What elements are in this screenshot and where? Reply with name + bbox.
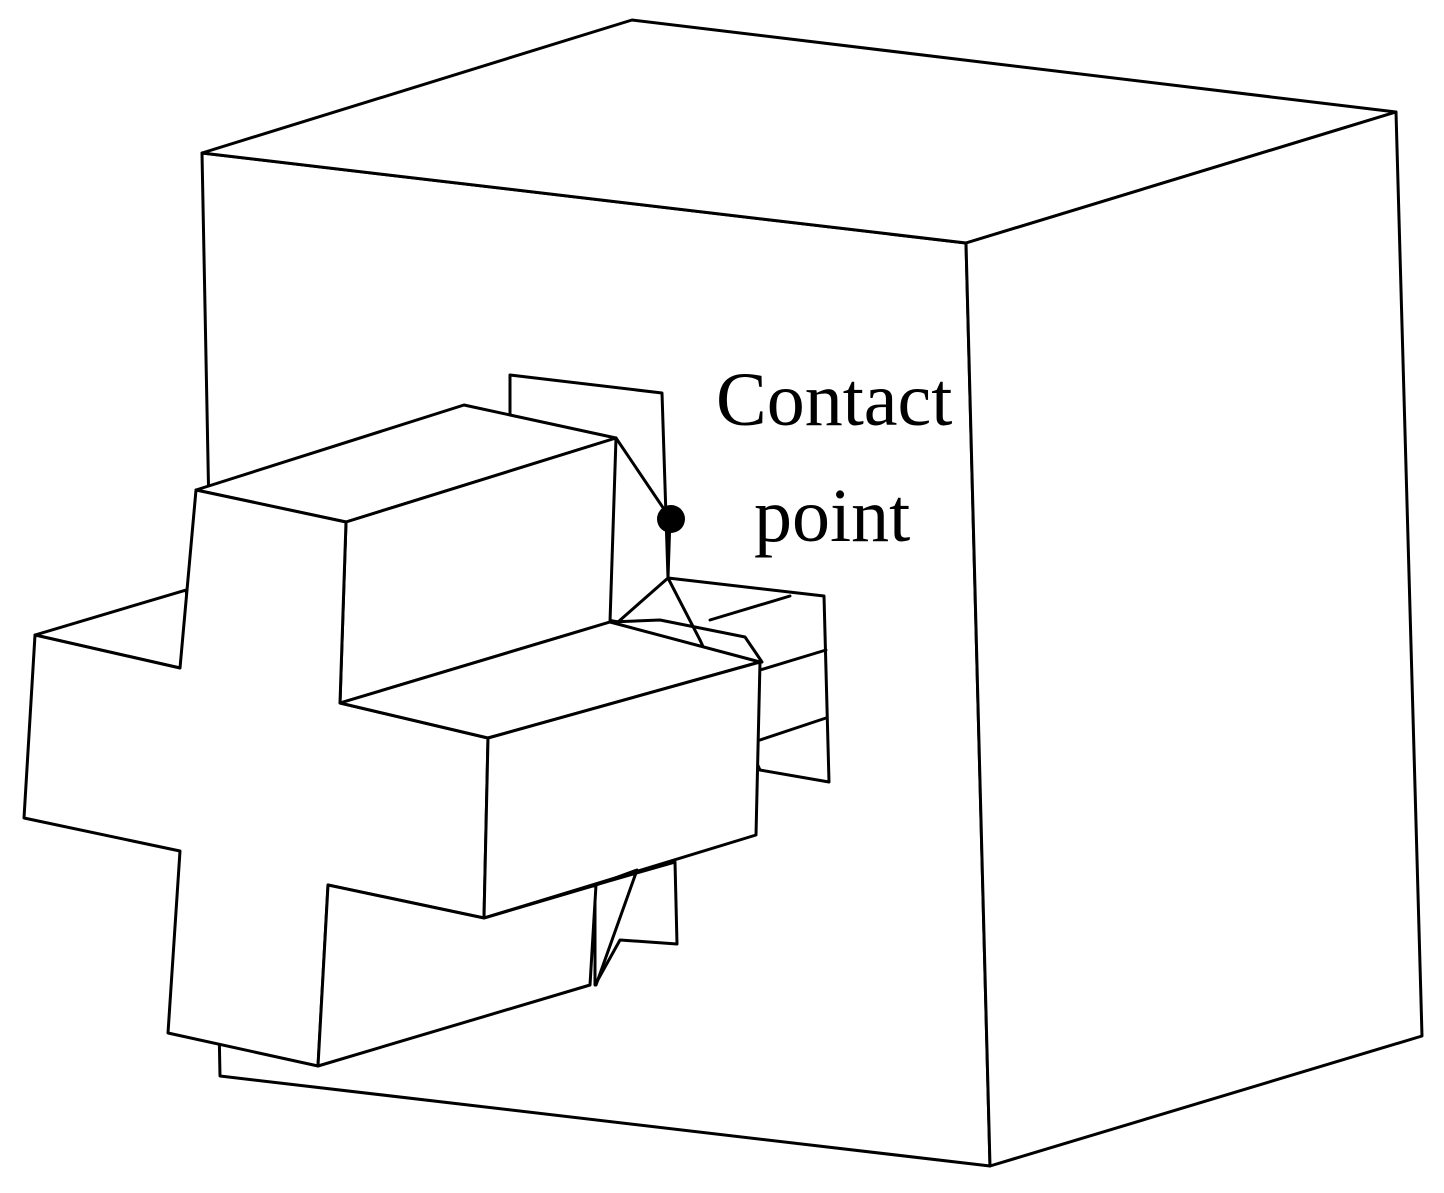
contact-point-marker — [657, 505, 685, 533]
block-side-face — [964, 110, 1424, 1168]
cross-lower-wedge — [594, 868, 639, 987]
slot-plate-lower — [593, 860, 679, 987]
contact-point-label-line1: Contact — [716, 358, 953, 442]
slot-plate-right-stripe-1 — [708, 594, 792, 622]
cross-lower-arm-side — [316, 883, 598, 1068]
slot-plate-right-stripe-3 — [758, 716, 828, 742]
slot-plate-right-stripe-2 — [758, 648, 828, 672]
cross-insert — [22, 403, 764, 1068]
contact-point-label-line2: point — [754, 474, 911, 558]
cross-right-arm-side — [482, 660, 762, 920]
cross-right-bevel — [608, 618, 764, 664]
